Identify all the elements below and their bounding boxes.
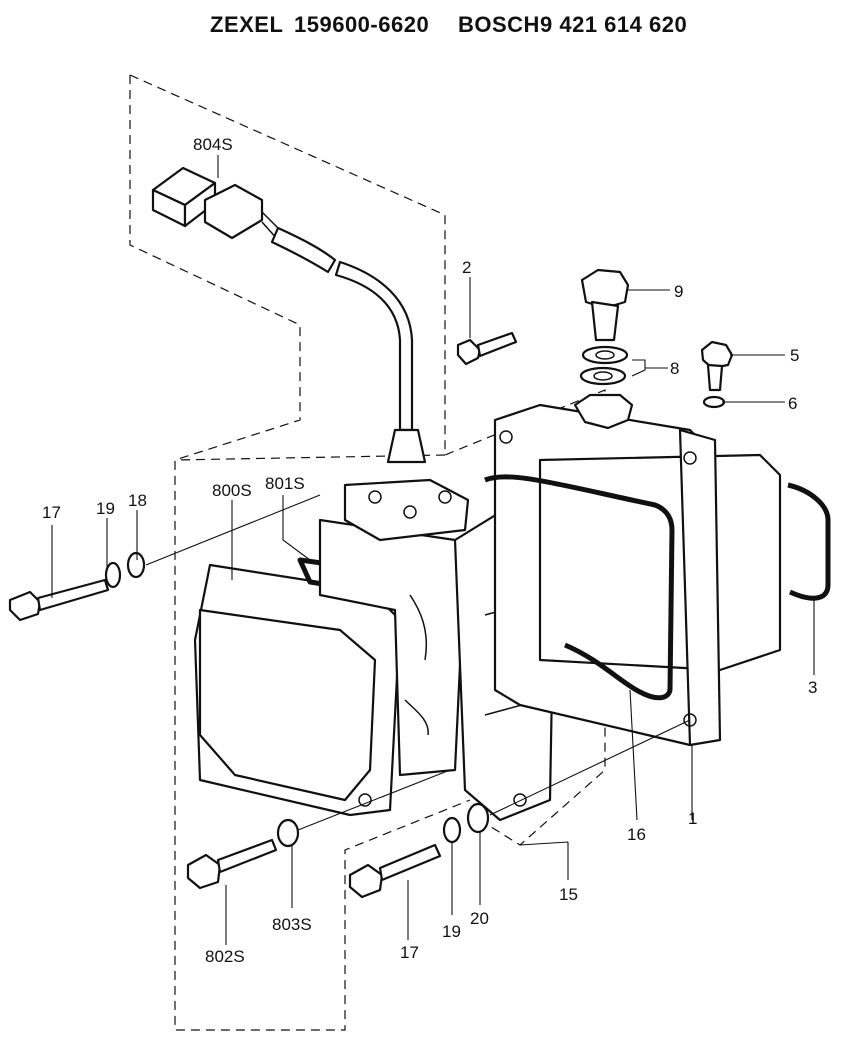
callout-2: 2 (462, 258, 471, 277)
callout-16: 16 (627, 825, 646, 844)
side-seal (787, 482, 831, 601)
callout-19-lower: 19 (442, 922, 461, 941)
cover-plate (193, 563, 402, 817)
callout-800S: 800S (212, 481, 252, 500)
leader-lines (51, 155, 815, 945)
bolt-2 (456, 331, 518, 366)
callout-17-upper: 17 (42, 503, 61, 522)
callout-5: 5 (790, 346, 799, 365)
bolt-17-upper (8, 551, 146, 622)
banjo-bolt-9 (580, 268, 630, 342)
washers-8 (573, 345, 634, 430)
callout-6: 6 (788, 394, 797, 413)
callout-3: 3 (808, 678, 817, 697)
callout-801S: 801S (265, 474, 305, 493)
header-brand-1: ZEXEL (210, 12, 284, 37)
screw-5 (700, 340, 734, 409)
callout-20: 20 (470, 909, 489, 928)
callout-802S: 802S (205, 947, 245, 966)
o-ring (484, 474, 675, 701)
callout-17-lower: 17 (400, 943, 419, 962)
callout-1: 1 (688, 809, 697, 828)
callout-15: 15 (559, 885, 578, 904)
callout-19-upper: 19 (96, 499, 115, 518)
rear-housing (493, 403, 782, 747)
callout-803S: 803S (272, 915, 312, 934)
callout-9: 9 (674, 282, 683, 301)
callout-8: 8 (670, 359, 679, 378)
header-part-number-2: 9 421 614 620 (540, 12, 688, 37)
bolt-802S (186, 818, 300, 890)
wiring-harness-connector (151, 166, 427, 464)
header-brand-2: BOSCH (458, 12, 540, 37)
callout-18: 18 (128, 491, 147, 510)
bolt-17-lower (348, 802, 490, 899)
callout-804S: 804S (193, 135, 233, 154)
header-part-number-1: 159600-6620 (294, 12, 430, 37)
